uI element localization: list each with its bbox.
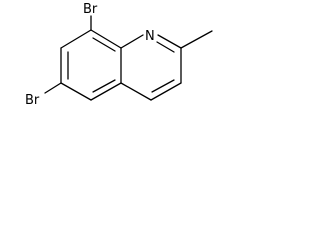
bond-c7-c8	[60, 29, 92, 49]
bond-c8a-n1	[120, 34, 144, 49]
bromine-label-top: Br	[83, 2, 98, 17]
bond-c6-br	[44, 82, 62, 94]
bond-c4-c4a	[120, 82, 152, 101]
bond-c3-c4	[150, 82, 182, 101]
nitrogen-label: N	[145, 29, 155, 44]
bond-c2-methyl	[180, 30, 213, 49]
bond-c4a-c5	[90, 82, 122, 101]
bromine-label-bottom: Br	[25, 93, 40, 108]
bond-n1-c2	[157, 34, 182, 49]
double-bond-c8-c8a-inner	[92, 37, 116, 52]
bond-c8-c8a	[90, 29, 122, 49]
double-bond-c4a-c5-inner	[92, 79, 116, 93]
bond-c5-c6	[60, 82, 92, 101]
double-bond-c3-c4-inner	[151, 79, 175, 93]
double-bond-n1-c2-inner	[156, 41, 175, 53]
quinoline-structure-diagram: Br Br N	[25, 2, 213, 108]
